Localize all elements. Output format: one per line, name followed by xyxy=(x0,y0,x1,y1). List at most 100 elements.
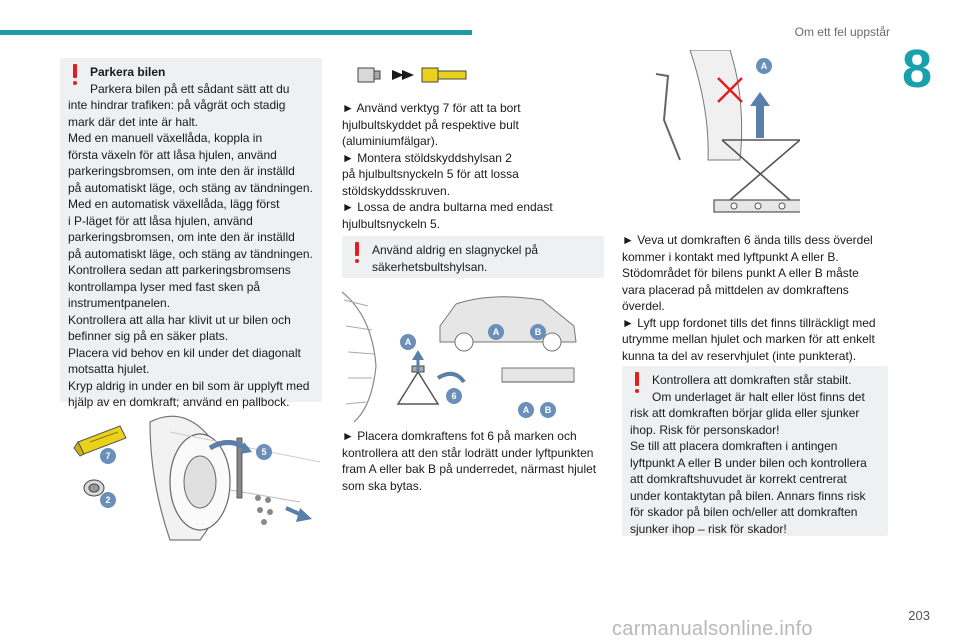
park-warning-line: första växeln för att låsa hjulen, använ… xyxy=(68,147,277,162)
park-warning-title: Parkera bilen xyxy=(90,65,166,79)
point-a-jack-badge: A xyxy=(400,334,416,350)
warning-line: Se till att placera domkraften i antinge… xyxy=(630,439,838,453)
wheel-arch-icon xyxy=(655,50,743,161)
park-warning-line: Med en automatisk växellåda, lägg först xyxy=(68,197,280,211)
instruction-line: kommer i kontakt med lyftpunkt A eller B… xyxy=(622,249,839,264)
header-accent-bar xyxy=(0,30,472,35)
forbidden-point-cross-icon xyxy=(717,77,743,103)
park-warning-line: befinner sig på en säker plats. xyxy=(68,329,229,343)
chapter-number: 8 xyxy=(901,39,932,99)
section-title: Om ett fel uppstår xyxy=(794,25,890,39)
scissor-jack-icon xyxy=(713,139,800,213)
label-7-badge: 7 xyxy=(100,448,116,464)
instruction-line: ► Montera stöldskyddshylsan 2 xyxy=(342,150,512,165)
instruction-line: kunna ta del av reservhjulet (inte punkt… xyxy=(622,348,857,363)
label-5-badge: 5 xyxy=(256,444,272,460)
park-warning-line: inte hindrar trafiken: på vågrät och sta… xyxy=(68,98,286,112)
park-warning-line: Med en manuell växellåda, koppla in xyxy=(68,131,263,145)
wheel-bolts-icon xyxy=(255,495,273,525)
instruction-line: hjulbultsnyckeln 5. xyxy=(342,216,441,231)
point-a-label: A xyxy=(523,405,530,415)
jack-lifting-illustration: A xyxy=(655,50,800,213)
park-warning-line: Parkera bilen på ett sådant sätt att du xyxy=(90,81,290,96)
instruction-line: ► Använd verktyg 7 för att ta bort xyxy=(342,101,521,115)
instructions-jack-placement: ► Placera domkraftens fot 6 på marken oc… xyxy=(342,428,604,494)
warning-line: ihop. Risk för personskador! xyxy=(630,422,780,437)
warning-line: Om underlaget är halt eller löst finns d… xyxy=(652,389,865,404)
instruction-line: fram A eller bak B på underredet, närmas… xyxy=(342,462,597,476)
instruction-line: hjulbultskyddet på respektive bult xyxy=(342,117,519,132)
park-warning-line: Kontrollera att alla har klivit ut ur bi… xyxy=(68,312,291,327)
wheel-side-icon xyxy=(342,291,377,423)
instruction-line: ► Lossa de andra bultarna med endast xyxy=(342,200,553,214)
wrench-icon xyxy=(421,67,467,83)
socket-icon xyxy=(357,67,381,83)
point-b-label: B xyxy=(545,405,552,415)
park-warning-line: mark där det inte är halt. xyxy=(68,114,199,129)
warning-line: för skador på bilen och/eller att domkra… xyxy=(630,505,858,519)
socket-wrench-assembly-illustration xyxy=(357,67,467,83)
instruction-line: ► Placera domkraftens fot 6 på marken oc… xyxy=(342,429,577,443)
park-warning-line: i P-läget för att låsa hjulen, använd xyxy=(68,213,253,228)
warning-line: risk att domkraften börjar glida eller s… xyxy=(630,406,860,420)
point-a-label: A xyxy=(405,337,412,347)
page-number: 203 xyxy=(908,608,930,623)
instruction-line: kontrollera att den står lodrätt under l… xyxy=(342,445,594,460)
park-warning-line: hjälp av en domkraft; använd en pallbock… xyxy=(68,395,290,409)
park-warning-line: Kryp aldrig in under en bil som är upply… xyxy=(68,378,310,393)
warning-line: säkerhetsbultshylsan. xyxy=(372,259,488,274)
park-warning-line: motsatta hjulet. xyxy=(68,362,150,376)
arrow-right-icon xyxy=(285,506,312,522)
warning-exclamation-icon xyxy=(70,64,80,86)
instruction-line: överdel. xyxy=(622,299,665,313)
scissor-jack-icon xyxy=(396,350,466,405)
impact-wrench-warning-box: Använd aldrig en slagnyckel på säkerhets… xyxy=(342,236,604,278)
arrow-right-icon xyxy=(392,70,414,80)
warning-exclamation-icon xyxy=(632,372,642,394)
bolt-cover-tool-7-icon xyxy=(73,425,127,457)
car-silhouette-icon xyxy=(439,296,577,352)
wheel-bolt-removal-illustration: 7 2 5 xyxy=(73,415,321,541)
warning-line: under kontaktytan på bilen. Annars finns… xyxy=(630,488,866,503)
instructions-lifting: ► Veva ut domkraften 6 ända tills dess ö… xyxy=(622,232,888,364)
park-warning-line: instrumentpanelen. xyxy=(68,296,171,310)
instruction-line: ► Lyft upp fordonet tills det finns till… xyxy=(622,315,876,330)
park-warning-line: Kontrollera sedan att parkeringsbromsens xyxy=(68,263,291,277)
point-a-badge: A xyxy=(756,58,772,74)
instruction-line: vara placerad på mittdelen av domkraften… xyxy=(622,282,849,297)
park-warning-box: Parkera bilen Parkera bilen på ett sådan… xyxy=(60,58,322,409)
park-warning-line: parkeringsbromsen, om inte den är instäl… xyxy=(68,164,295,178)
underbody-sill-icon xyxy=(501,367,575,383)
instruction-line: Stödområdet för bilens punkt A eller B m… xyxy=(622,266,859,280)
park-warning-line: kontrollampa lyser med fast sken på xyxy=(68,279,261,294)
label-5: 5 xyxy=(261,447,266,457)
point-a-label: A xyxy=(493,327,500,337)
park-warning-line: på automatiskt läge, och stäng av tändni… xyxy=(68,180,313,195)
anti-theft-socket-2-icon xyxy=(83,479,105,497)
label-7: 7 xyxy=(105,451,110,461)
label-2: 2 xyxy=(105,495,110,505)
instruction-line: ► Veva ut domkraften 6 ända tills dess ö… xyxy=(622,233,873,247)
park-warning-line: på automatiskt läge, och stäng av tändni… xyxy=(68,246,313,261)
jack-6-label: 6 xyxy=(451,391,456,401)
instructions-bolt-removal: ► Använd verktyg 7 för att ta bort hjulb… xyxy=(342,100,604,232)
point-b-label: B xyxy=(535,327,542,337)
watermark: carmanualsonline.info xyxy=(612,618,813,640)
instruction-line: (aluminiumfälgar). xyxy=(342,134,439,148)
wheel-wrench-5-icon xyxy=(208,437,252,499)
warning-exclamation-icon xyxy=(352,242,362,264)
instruction-line: stöldskyddsskruven. xyxy=(342,183,451,198)
warning-line: sjunker ihop – risk för skador! xyxy=(630,521,787,536)
wheel-icon xyxy=(149,415,321,541)
point-b-underbody-badge: B xyxy=(540,402,556,418)
instruction-line: på hjulbultsnyckeln 5 för att lossa xyxy=(342,167,519,181)
instruction-line: som ska bytas. xyxy=(342,478,423,493)
warning-line: Kontrollera att domkraften står stabilt. xyxy=(652,373,852,387)
jack-placement-illustration: A B A 6 A B xyxy=(342,291,577,423)
point-a-label: A xyxy=(761,61,768,71)
lift-arrow-up-icon xyxy=(750,92,770,138)
park-warning-line: Placera vid behov en kil under det diago… xyxy=(68,345,301,360)
instruction-line: utrymme mellan hjulet och marken för att… xyxy=(622,332,875,346)
jack-6-badge: 6 xyxy=(446,388,462,404)
point-a-badge: A xyxy=(488,324,504,340)
